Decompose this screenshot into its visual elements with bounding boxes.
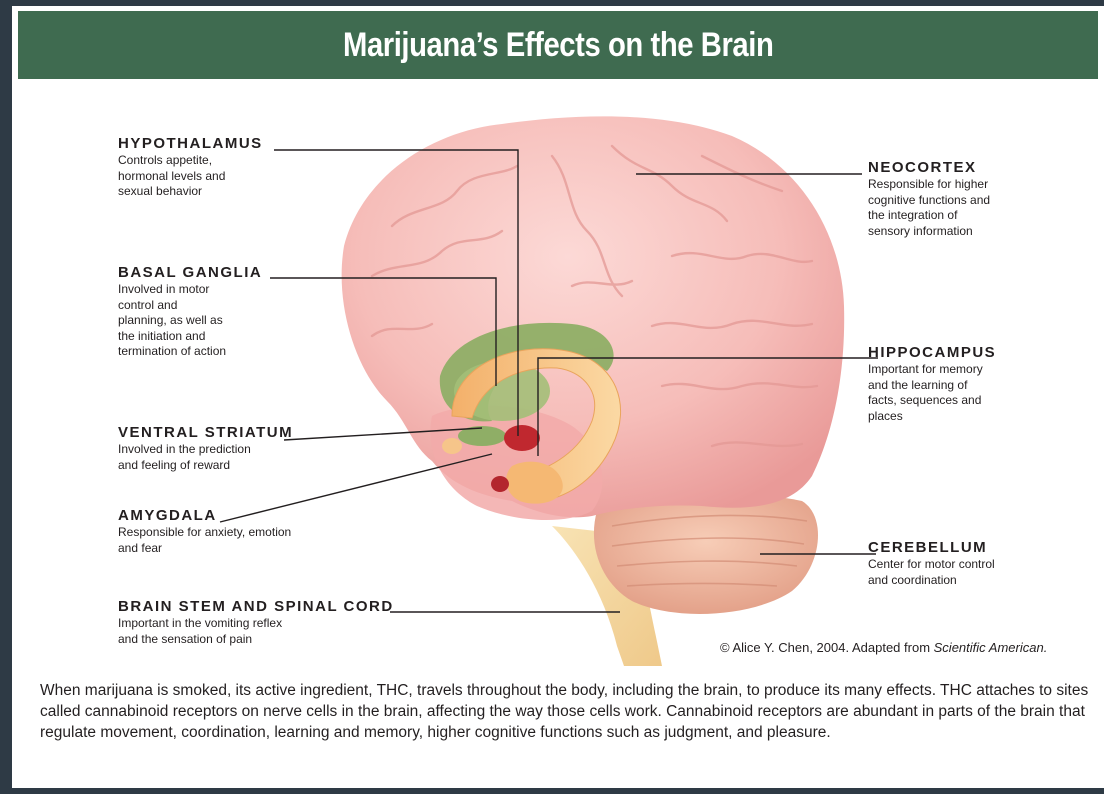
image-credit: © Alice Y. Chen, 2004. Adapted from Scie… bbox=[720, 640, 1047, 655]
label-brain-stem-title: BRAIN STEM AND SPINAL CORD bbox=[118, 598, 394, 615]
credit-source: Scientific American. bbox=[934, 640, 1048, 655]
amygdala-shape bbox=[491, 476, 509, 492]
label-neocortex: NEOCORTEX Responsible for higher cogniti… bbox=[868, 159, 990, 239]
label-ventral-striatum-title: VENTRAL STRIATUM bbox=[118, 424, 293, 441]
caption-paragraph: When marijuana is smoked, its active ing… bbox=[40, 680, 1090, 743]
label-neocortex-title: NEOCORTEX bbox=[868, 159, 990, 176]
label-cerebellum-desc: Center for motor control and coordinatio… bbox=[868, 557, 995, 588]
label-cerebellum: CEREBELLUM Center for motor control and … bbox=[868, 539, 995, 588]
credit-text: © Alice Y. Chen, 2004. Adapted from bbox=[720, 640, 934, 655]
hypothalamus-shape bbox=[504, 425, 540, 451]
label-brain-stem-desc: Important in the vomiting reflex and the… bbox=[118, 616, 394, 647]
label-cerebellum-title: CEREBELLUM bbox=[868, 539, 995, 556]
label-brain-stem: BRAIN STEM AND SPINAL CORD Important in … bbox=[118, 598, 394, 647]
label-hippocampus-desc: Important for memory and the learning of… bbox=[868, 362, 996, 424]
label-basal-ganglia-title: BASAL GANGLIA bbox=[118, 264, 262, 281]
label-hypothalamus: HYPOTHALAMUS Controls appetite, hormonal… bbox=[118, 135, 263, 200]
label-hypothalamus-desc: Controls appetite, hormonal levels and s… bbox=[118, 153, 263, 200]
label-hypothalamus-title: HYPOTHALAMUS bbox=[118, 135, 263, 152]
label-neocortex-desc: Responsible for higher cognitive functio… bbox=[868, 177, 990, 239]
infographic-panel: Marijuana’s Effects on the Brain bbox=[12, 6, 1104, 788]
label-basal-ganglia: BASAL GANGLIA Involved in motor control … bbox=[118, 264, 262, 360]
label-ventral-striatum: VENTRAL STRIATUM Involved in the predict… bbox=[118, 424, 293, 473]
label-hippocampus: HIPPOCAMPUS Important for memory and the… bbox=[868, 344, 996, 424]
label-ventral-striatum-desc: Involved in the prediction and feeling o… bbox=[118, 442, 293, 473]
label-hippocampus-title: HIPPOCAMPUS bbox=[868, 344, 996, 361]
label-amygdala-title: AMYGDALA bbox=[118, 507, 291, 524]
label-amygdala: AMYGDALA Responsible for anxiety, emotio… bbox=[118, 507, 291, 556]
label-basal-ganglia-desc: Involved in motor control and planning, … bbox=[118, 282, 262, 360]
label-amygdala-desc: Responsible for anxiety, emotion and fea… bbox=[118, 525, 291, 556]
